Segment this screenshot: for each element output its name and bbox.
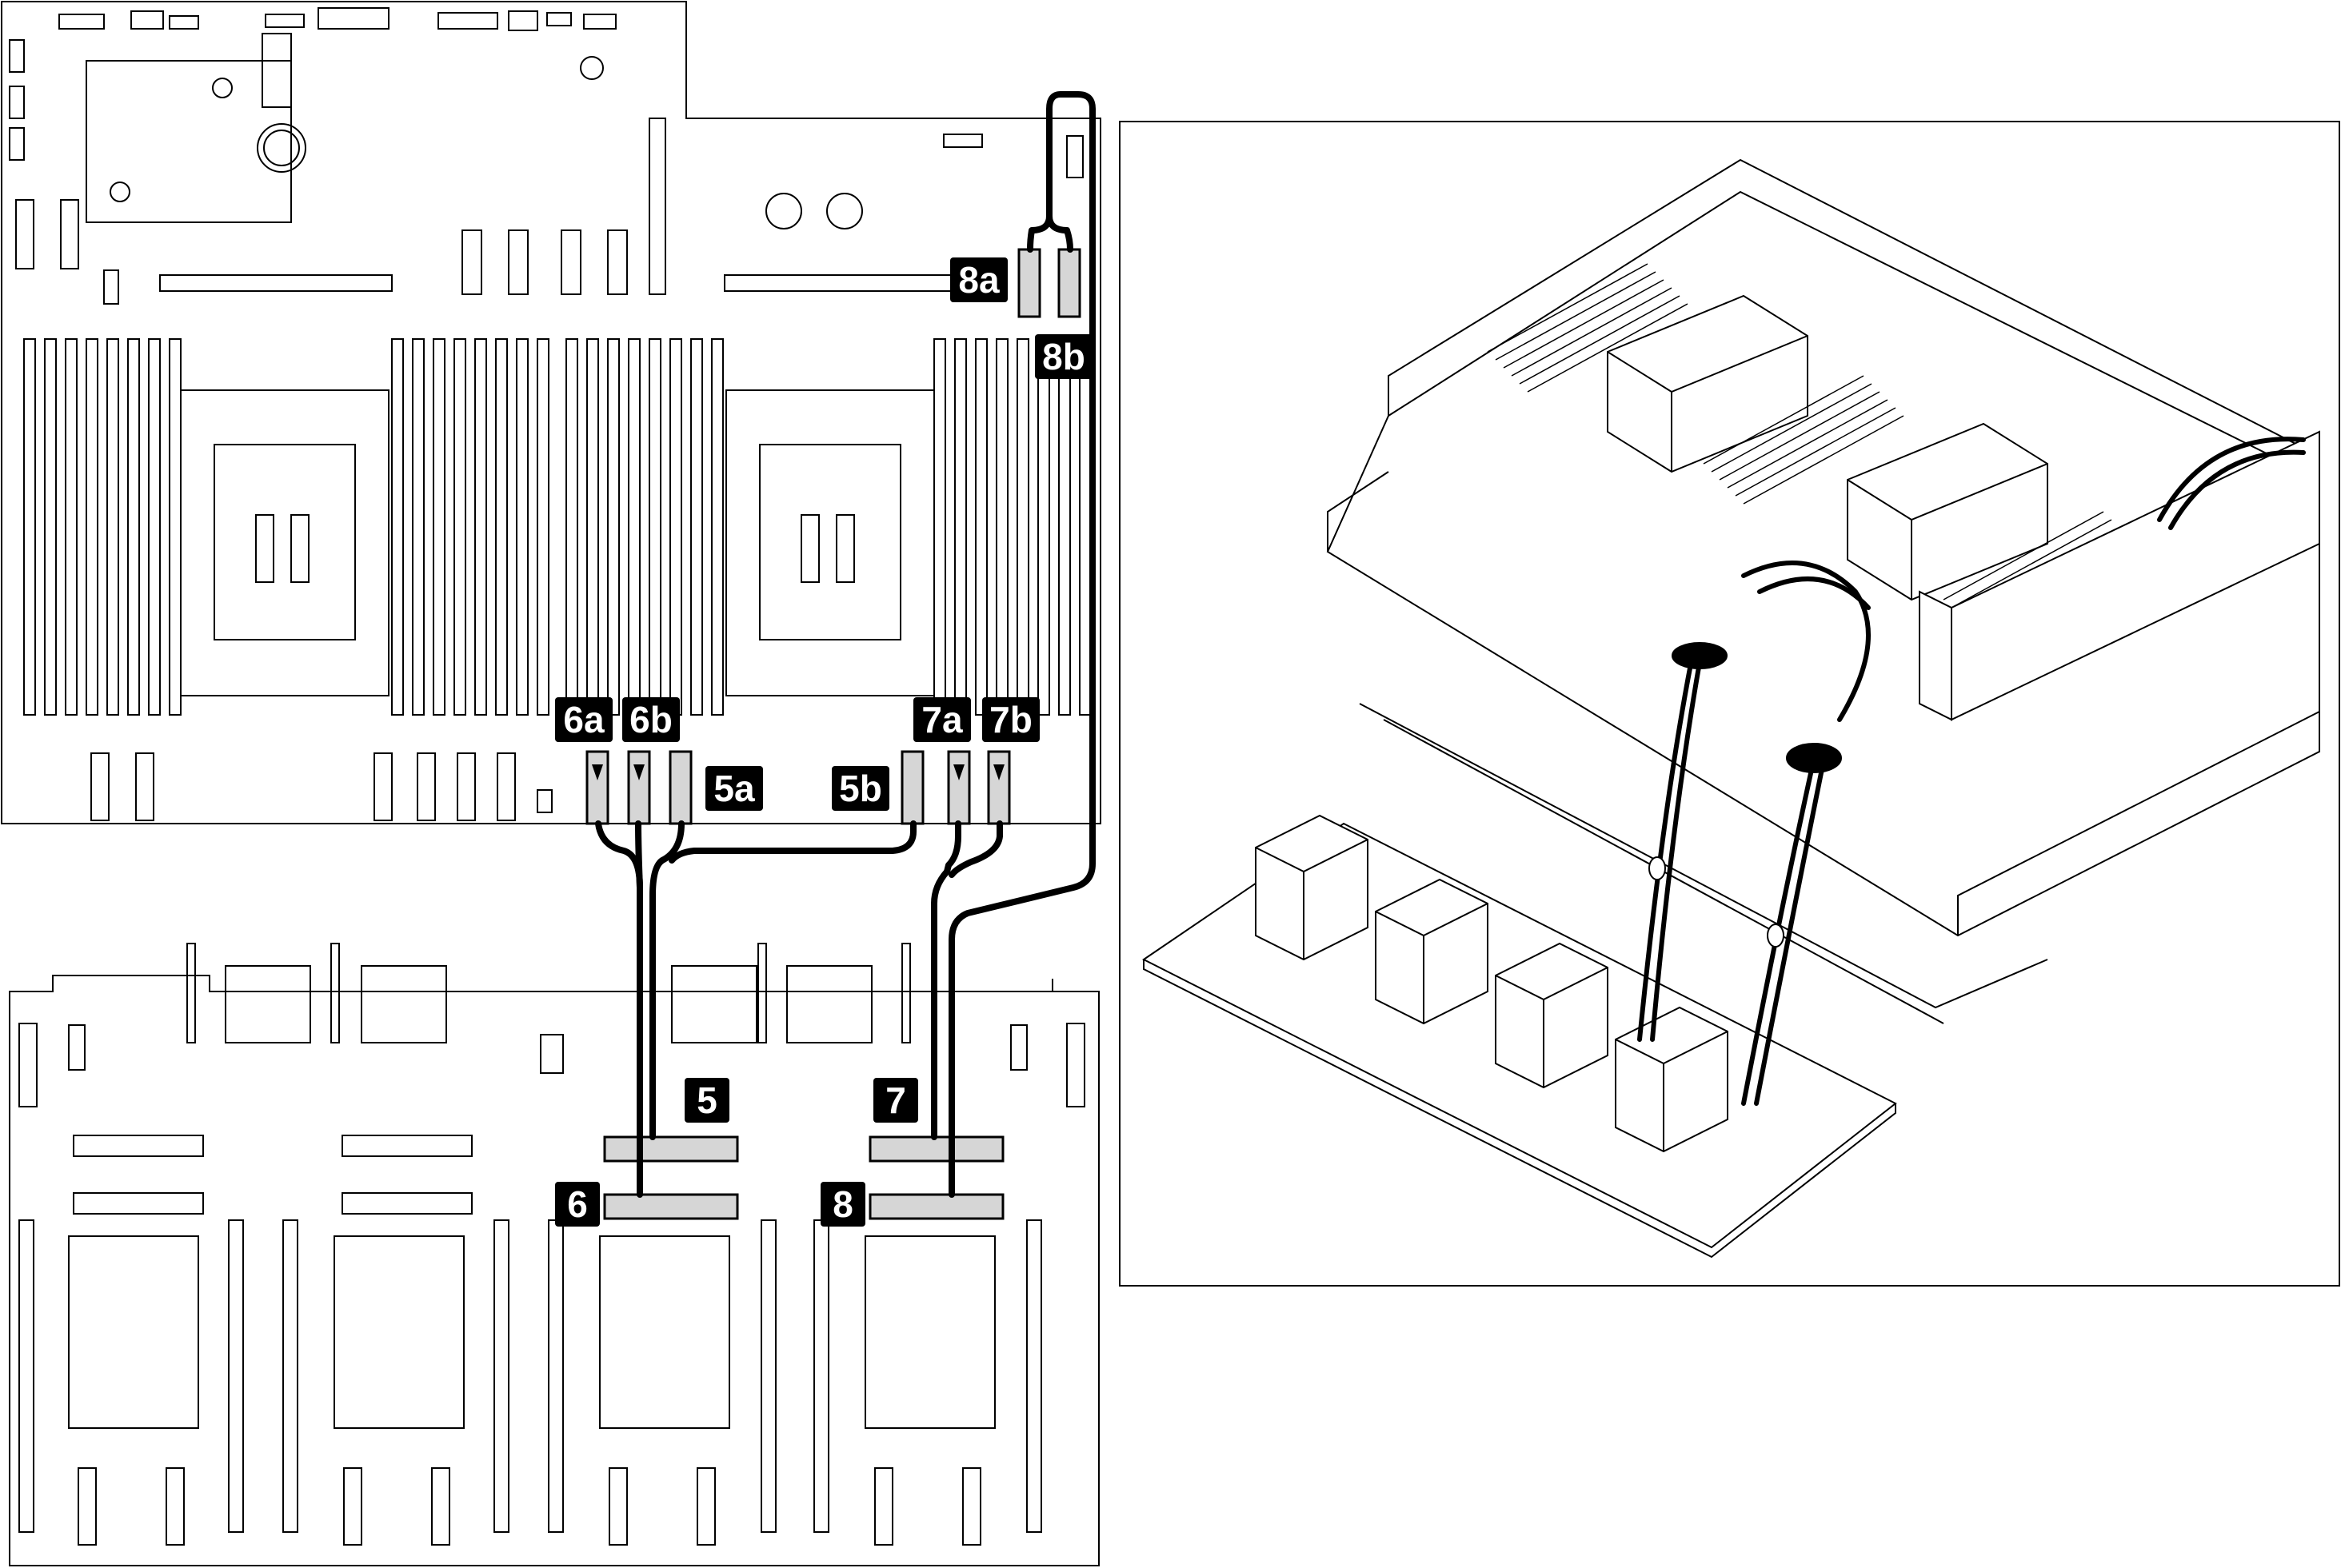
expansion-connectors (603, 1135, 1005, 1220)
cable-6b-branch (635, 820, 643, 891)
connector-arrows (592, 764, 1005, 780)
svg-text:5a: 5a (713, 768, 755, 809)
svg-text:7: 7 (885, 1079, 906, 1121)
expansion-socket-3 (599, 1235, 730, 1429)
cable-8b-branch (1046, 213, 1073, 253)
svg-text:8a: 8a (958, 259, 1000, 301)
cable-5 (649, 820, 685, 1140)
expansion-socket-2 (334, 1235, 465, 1429)
callout-8a: 8a (950, 257, 1008, 302)
dimm-bank-4 (933, 338, 1092, 716)
inset-cables (1637, 437, 2306, 1106)
connector-6 (603, 1193, 739, 1220)
callout-6b: 6b (622, 697, 680, 742)
callout-5b: 5b (832, 766, 889, 811)
connector-7a (947, 750, 971, 825)
callout-8: 8 (821, 1182, 865, 1227)
svg-text:5: 5 (697, 1079, 717, 1121)
isometric-inset (1119, 121, 2340, 1287)
cables (595, 91, 1096, 1198)
connector-7 (869, 1135, 1005, 1163)
dimm-bank-3 (565, 338, 724, 716)
connector-6a (585, 750, 609, 825)
cable-8 (949, 820, 1096, 1198)
svg-text:7a: 7a (921, 699, 963, 740)
cable-7 (931, 820, 961, 1140)
cable-8-loop (1046, 91, 1096, 827)
connector-5b (901, 750, 925, 825)
callout-6: 6 (555, 1182, 600, 1227)
processor-socket-2 (725, 389, 935, 696)
connector-8 (869, 1193, 1005, 1220)
cable-7b-branch (949, 820, 1003, 878)
callout-7: 7 (873, 1078, 918, 1123)
svg-text:5b: 5b (839, 768, 882, 809)
cable-5b-branch (669, 820, 917, 864)
inset-frame (1119, 121, 2340, 1287)
connector-5 (603, 1135, 739, 1163)
callout-8b: 8b (1035, 334, 1093, 379)
connector-7b (987, 750, 1011, 825)
svg-text:7b: 7b (989, 699, 1033, 740)
callout-5a: 5a (705, 766, 763, 811)
svg-text:8b: 8b (1042, 336, 1085, 377)
expansion-socket-1 (68, 1235, 199, 1429)
expansion-board (9, 943, 1100, 1566)
connector-8b (1057, 248, 1081, 318)
callout-7b: 7b (982, 697, 1040, 742)
svg-text:6b: 6b (629, 699, 673, 740)
cable-8a-branch (1027, 213, 1053, 253)
dimm-bank-1 (23, 338, 182, 716)
connector-5a (669, 750, 693, 825)
connector-6b (627, 750, 651, 825)
expansion-socket-4 (865, 1235, 996, 1429)
processor-socket-1 (180, 389, 390, 696)
dimm-bank-2 (391, 338, 549, 716)
svg-text:6: 6 (567, 1183, 588, 1225)
callout-6a: 6a (555, 697, 613, 742)
callout-7a: 7a (913, 697, 971, 742)
svg-text:8: 8 (833, 1183, 853, 1225)
callout-5: 5 (685, 1078, 729, 1123)
svg-text:6a: 6a (563, 699, 605, 740)
connector-8a (1017, 248, 1041, 318)
